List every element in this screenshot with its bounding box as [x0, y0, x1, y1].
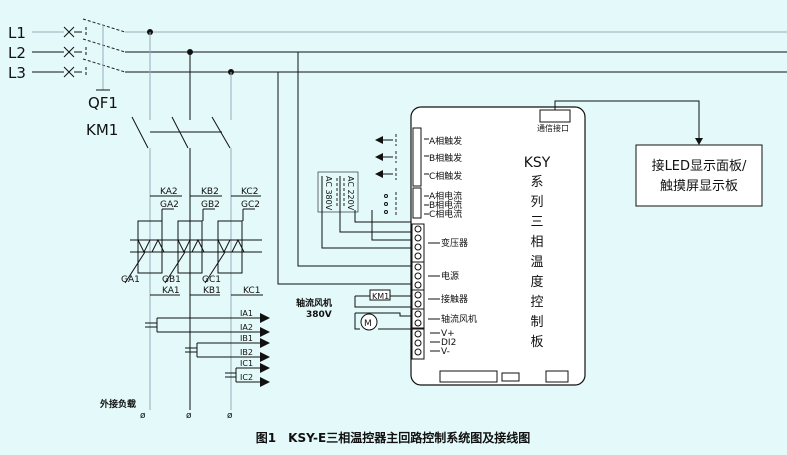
terminal-transformer: 变压器: [441, 237, 468, 249]
thyristor-modules: KA2 GA2 KB2 GB2 KC2 GC2 GA1 GB1 GC1 KA1 …: [121, 187, 263, 296]
svg-text:三: 三: [530, 215, 543, 230]
label-ib1: IB1: [240, 334, 253, 343]
label-km1: KM1: [86, 121, 118, 139]
terminal-a-current: A相电流: [429, 190, 462, 202]
svg-text:列: 列: [530, 195, 543, 210]
label-kc2: KC2: [241, 187, 258, 197]
breaker-qf1: QF1 KM1: [63, 18, 126, 139]
label-gc2: GC2: [241, 200, 260, 210]
svg-text:度: 度: [530, 274, 543, 290]
label-l1: L1: [8, 24, 26, 42]
label-gc1: GC1: [202, 275, 221, 285]
label-ka1: KA1: [162, 286, 180, 296]
display-box-line-2: 触摸屏显示板: [660, 179, 738, 194]
terminal-b-current: B相电流: [429, 199, 462, 211]
terminal-power: 电源: [441, 270, 459, 282]
svg-text:相: 相: [530, 235, 543, 250]
transformer-primary-label: AC 380V: [324, 176, 333, 211]
label-ia2: IA2: [240, 323, 253, 332]
terminal-b-trigger: B相触发: [429, 152, 462, 164]
terminal-contactor: 接触器: [441, 293, 468, 305]
svg-text:板: 板: [530, 335, 543, 350]
phase-lines: L1 L2 L3: [8, 24, 787, 82]
control-board: 通信接口 A相触发 B相触发 C相触发 A相电流 B相电流 C相电流 变压器 电…: [410, 106, 586, 386]
svg-text:系: 系: [530, 175, 543, 190]
svg-text:控: 控: [530, 295, 543, 310]
label-ic1: IC1: [240, 359, 253, 368]
label-gb2: GB2: [201, 200, 220, 210]
terminal-fan: 轴流风机: [441, 313, 477, 325]
display-panel-box: 接LED显示面板/ 触摸屏显示板: [554, 100, 763, 207]
bottom-connector-2: [501, 372, 520, 382]
label-ia1: IA1: [240, 309, 253, 318]
terminal-c-trigger: C相触发: [429, 170, 462, 182]
label-kb1: KB1: [203, 286, 221, 296]
figure-caption: 图1 KSY-E三相温控器主回路控制系统图及接线图: [256, 430, 530, 445]
board-title: KSY 系 列 三 相 温 度 控 制 板: [524, 155, 551, 350]
terminal-vminus: V-: [441, 347, 450, 357]
load-terminal-a: ø: [140, 411, 146, 421]
label-l3: L3: [8, 64, 26, 82]
terminal-di2: DI2: [441, 338, 456, 348]
label-ga2: GA2: [160, 200, 179, 210]
label-ga1: GA1: [121, 275, 140, 285]
load-terminal-c: ø: [227, 411, 233, 421]
load-terminal-b: ø: [186, 411, 192, 421]
display-box-line-1: 接LED显示面板/: [652, 158, 747, 174]
board-wiring: AC 380V AC 220V KM1 M 轴流风机 380V: [277, 52, 413, 331]
label-kb2: KB2: [201, 187, 219, 197]
comm-port-connector[interactable]: [539, 109, 571, 123]
contactor-coil-km1: KM1: [372, 292, 389, 301]
terminal-vplus: V+: [441, 329, 455, 339]
terminal-c-current: C相电流: [429, 208, 462, 220]
label-kc1: KC1: [243, 286, 260, 296]
junctions: ø ø ø: [131, 29, 234, 421]
bottom-connector-1: [439, 370, 498, 383]
label-ib2: IB2: [240, 348, 253, 357]
bottom-connector-3: [545, 370, 569, 383]
terminal-a-trigger: A相触发: [429, 135, 462, 147]
transformer-secondary-label: AC 220V: [346, 176, 355, 211]
fan-voltage: 380V: [306, 310, 332, 320]
fan-label: 轴流风机: [296, 297, 332, 309]
load-label: 外接负载: [99, 398, 136, 410]
label-l2: L2: [8, 44, 26, 62]
svg-text:KSY: KSY: [524, 155, 551, 171]
fan-motor-icon: M: [364, 319, 372, 329]
svg-text:温: 温: [530, 255, 543, 270]
label-ka2: KA2: [160, 187, 178, 197]
label-gb1: GB1: [162, 275, 181, 285]
comm-port-label: 通信接口: [537, 123, 569, 133]
current-transformers: IA1 IA2 IB1 IB2 IC1 IC2: [145, 309, 270, 387]
svg-text:制: 制: [530, 315, 543, 330]
label-qf1: QF1: [88, 94, 118, 112]
label-ic2: IC2: [240, 373, 253, 382]
